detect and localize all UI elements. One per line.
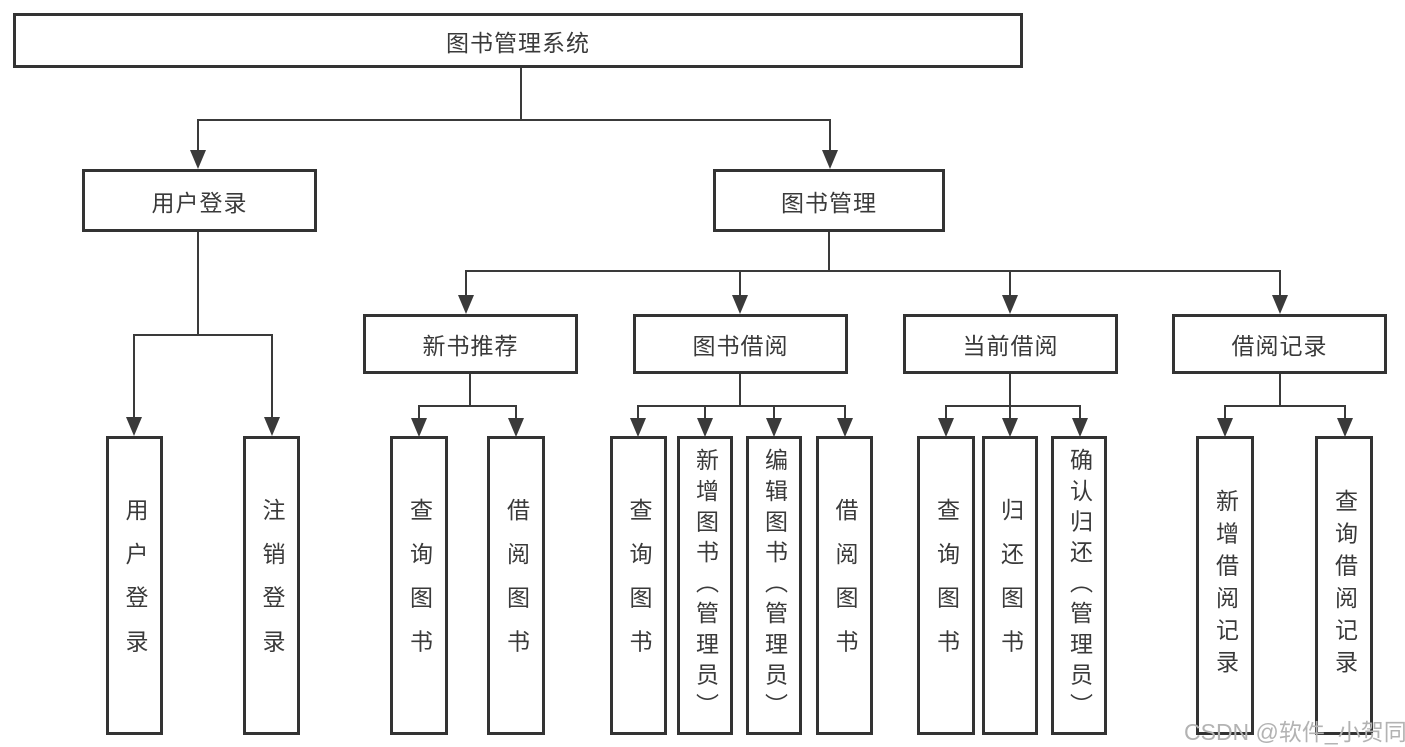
- node-book-management: 图书管理: [713, 169, 945, 232]
- connector-stem: [844, 405, 846, 420]
- arrowhead-down-icon: [766, 418, 782, 437]
- connector-hbar-level2: [197, 119, 831, 121]
- leaf-return-books: 归还图书: [982, 436, 1038, 735]
- arrowhead-down-icon: [1272, 295, 1288, 314]
- connector-hbar-new-book-recommend: [418, 405, 517, 407]
- leaf-query-borrow-record: 查询借阅记录: [1315, 436, 1373, 735]
- csdn-watermark: CSDN @软件_小贺同学: [1184, 719, 1405, 745]
- leaf-query-books-current: 查询图书: [917, 436, 975, 735]
- leaf-add-book-admin-label: 新增图书（管理员）: [692, 447, 719, 724]
- arrowhead-down-icon: [264, 417, 280, 436]
- node-current-borrow: 当前借阅: [903, 314, 1118, 374]
- arrowhead-down-icon: [1072, 418, 1088, 437]
- leaf-user-login-label: 用户登录: [122, 498, 148, 673]
- node-user-login-label: 用户登录: [151, 189, 248, 216]
- connector-stem-new-book-recommend: [465, 270, 467, 298]
- leaf-borrow-books-recommend-label: 借阅图书: [503, 498, 530, 673]
- node-new-book-recommend-label: 新书推荐: [422, 333, 519, 359]
- leaf-logout-login-label: 注销登录: [259, 498, 285, 673]
- connector-stem-book-borrow: [739, 270, 741, 298]
- arrowhead-down-icon: [411, 418, 427, 437]
- connector-hbar-current-borrow: [945, 405, 1081, 407]
- node-root: 图书管理系统: [13, 13, 1023, 68]
- connector-stem-leaf-user-login: [133, 334, 135, 420]
- connector-stem-book-management: [829, 119, 831, 153]
- connector-vline-user-login: [197, 232, 199, 336]
- arrowhead-down-icon: [630, 418, 646, 437]
- arrowhead-down-icon: [938, 418, 954, 437]
- connector-stem: [1009, 405, 1011, 420]
- leaf-add-borrow-record-label: 新增借阅记录: [1212, 488, 1239, 683]
- node-book-borrow: 图书借阅: [633, 314, 848, 374]
- connector-stem: [637, 405, 639, 420]
- node-borrow-records-label: 借阅记录: [1231, 333, 1328, 359]
- leaf-borrow-books-borrow-label: 借阅图书: [832, 498, 858, 673]
- connector-stem: [1224, 405, 1226, 420]
- leaf-add-borrow-record: 新增借阅记录: [1196, 436, 1254, 735]
- arrowhead-down-icon: [837, 418, 853, 437]
- connector-vline-book-borrow: [739, 374, 741, 407]
- leaf-edit-book-admin: 编辑图书（管理员）: [746, 436, 802, 735]
- connector-vline-book-management: [828, 232, 830, 272]
- connector-stem-leaf-logout: [271, 334, 273, 420]
- connector-vline-new-book-recommend: [469, 374, 471, 407]
- arrowhead-down-icon: [1002, 295, 1018, 314]
- connector-vline-borrow-records: [1279, 374, 1281, 407]
- arrowhead-down-icon: [458, 295, 474, 314]
- connector-stem: [945, 405, 947, 420]
- connector-hbar-user-login: [133, 334, 273, 336]
- leaf-add-book-admin: 新增图书（管理员）: [677, 436, 733, 735]
- connector-hbar-book-borrow: [637, 405, 846, 407]
- leaf-confirm-return-admin: 确认归还（管理员）: [1051, 436, 1107, 735]
- node-current-borrow-label: 当前借阅: [962, 333, 1059, 359]
- connector-stem: [704, 405, 706, 420]
- connector-stem: [418, 405, 420, 420]
- arrowhead-down-icon: [1002, 418, 1018, 437]
- connector-hbar-borrow-records: [1224, 405, 1346, 407]
- arrowhead-down-icon: [732, 295, 748, 314]
- connector-stem: [1079, 405, 1081, 420]
- connector-hbar-level3: [465, 270, 1281, 272]
- leaf-query-books-current-label: 查询图书: [933, 498, 960, 673]
- leaf-query-books-recommend-label: 查询图书: [406, 498, 433, 673]
- connector-stem-user-login: [197, 119, 199, 153]
- leaf-query-books-borrow-label: 查询图书: [626, 498, 652, 673]
- connector-vline-root: [520, 68, 522, 121]
- connector-stem-current-borrow: [1009, 270, 1011, 298]
- leaf-user-login: 用户登录: [106, 436, 163, 735]
- arrowhead-down-icon: [508, 418, 524, 437]
- connector-stem: [515, 405, 517, 420]
- connector-stem: [773, 405, 775, 420]
- arrowhead-down-icon: [126, 417, 142, 436]
- arrowhead-down-icon: [697, 418, 713, 437]
- node-book-borrow-label: 图书借阅: [692, 333, 789, 359]
- node-user-login: 用户登录: [82, 169, 317, 232]
- arrowhead-down-icon: [822, 150, 838, 169]
- leaf-query-borrow-record-label: 查询借阅记录: [1331, 488, 1358, 683]
- leaf-borrow-books-recommend: 借阅图书: [487, 436, 545, 735]
- connector-vline-current-borrow: [1009, 374, 1011, 407]
- node-root-label: 图书管理系统: [446, 29, 590, 56]
- leaf-return-books-label: 归还图书: [997, 498, 1024, 673]
- arrowhead-down-icon: [190, 150, 206, 169]
- arrowhead-down-icon: [1337, 418, 1353, 437]
- leaf-borrow-books-borrow: 借阅图书: [816, 436, 873, 735]
- node-new-book-recommend: 新书推荐: [363, 314, 578, 374]
- leaf-query-books-recommend: 查询图书: [390, 436, 448, 735]
- leaf-logout-login: 注销登录: [243, 436, 300, 735]
- node-book-management-label: 图书管理: [781, 189, 877, 216]
- arrowhead-down-icon: [1217, 418, 1233, 437]
- leaf-confirm-return-admin-label: 确认归还（管理员）: [1066, 447, 1093, 724]
- connector-stem-borrow-records: [1279, 270, 1281, 298]
- leaf-query-books-borrow: 查询图书: [610, 436, 667, 735]
- connector-stem: [1344, 405, 1346, 420]
- node-borrow-records: 借阅记录: [1172, 314, 1387, 374]
- leaf-edit-book-admin-label: 编辑图书（管理员）: [761, 447, 788, 724]
